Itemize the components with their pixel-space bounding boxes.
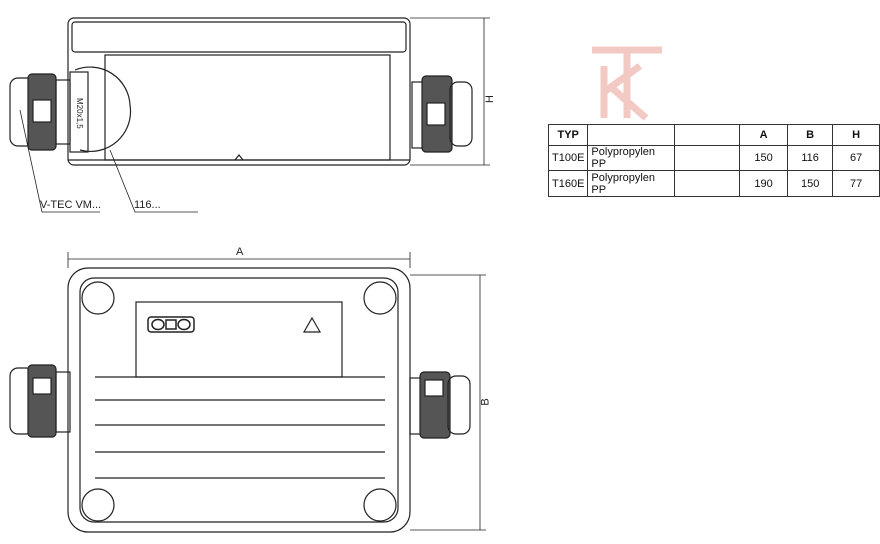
cell-h: 77 xyxy=(832,170,880,197)
callout-box: 116... xyxy=(134,199,161,211)
dimension-a xyxy=(67,252,411,268)
header-blank xyxy=(673,124,741,146)
cell-typ: T100E xyxy=(547,145,589,171)
header-b: B xyxy=(787,124,834,146)
cell-blank xyxy=(673,145,741,171)
dimension-b xyxy=(410,274,486,531)
dimension-b-label: B xyxy=(479,398,492,406)
cell-h: 67 xyxy=(832,145,880,171)
dimension-a-label: A xyxy=(236,246,244,258)
cell-material: Polypropylen PP xyxy=(587,145,675,171)
dimension-h xyxy=(410,17,490,166)
dimension-h-label: H xyxy=(483,95,496,103)
callout-gland: V-TEC VM... xyxy=(40,199,102,211)
spec-table: TYP A B H T100E Polypropylen PP 150 116 … xyxy=(547,124,880,197)
header-material xyxy=(587,124,675,146)
cell-blank xyxy=(673,170,741,197)
table-row: T160E Polypropylen PP 190 150 77 xyxy=(547,170,880,197)
cell-a: 150 xyxy=(739,145,789,171)
header-typ: TYP xyxy=(547,124,589,146)
table-row: T100E Polypropylen PP 150 116 67 xyxy=(547,145,880,171)
cable-gland-left-top xyxy=(9,71,89,153)
watermark-logo xyxy=(592,46,662,121)
side-view xyxy=(67,17,411,166)
cell-material: Polypropylen PP xyxy=(587,170,675,197)
top-view xyxy=(67,267,411,533)
cable-gland-right-bottom xyxy=(409,371,471,439)
obo-logo xyxy=(147,316,195,333)
header-a: A xyxy=(739,124,789,146)
cell-b: 116 xyxy=(787,145,834,171)
cable-gland-right-top xyxy=(411,75,473,153)
callout-leaders xyxy=(19,109,198,213)
cell-typ: T160E xyxy=(547,170,589,197)
thread-label: M20x1,5 xyxy=(75,98,84,129)
cell-a: 190 xyxy=(739,170,789,197)
table-header-row: TYP A B H xyxy=(547,124,880,146)
cable-gland-left-bottom xyxy=(9,364,71,438)
cell-b: 150 xyxy=(787,170,834,197)
header-h: H xyxy=(832,124,880,146)
